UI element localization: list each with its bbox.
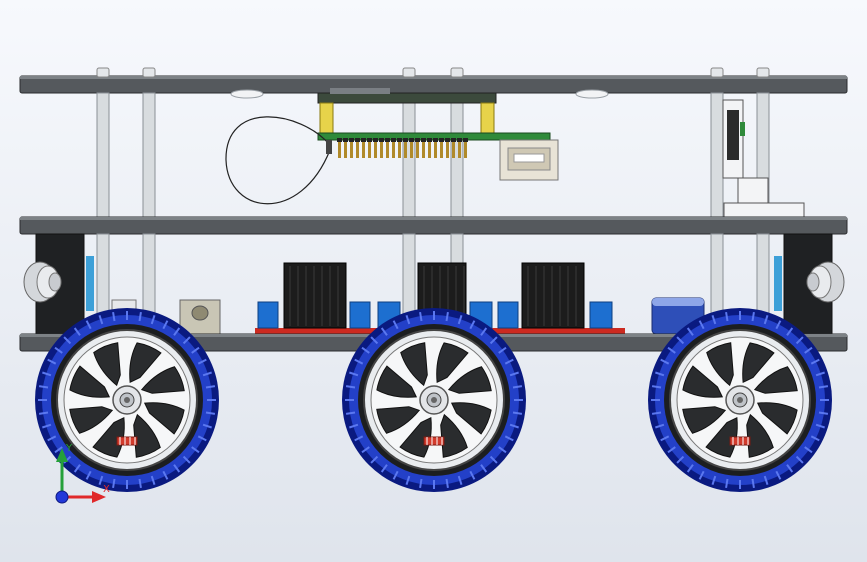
wheel-icon (342, 308, 526, 492)
sensor-bracket (722, 99, 805, 218)
top-plate-bumps (230, 89, 609, 99)
upper-standoffs (96, 92, 770, 218)
top-plate (19, 75, 848, 94)
controller-board-assembly (225, 88, 559, 205)
wheel-icon (35, 308, 219, 492)
axis-x-label: X (103, 484, 110, 495)
coordinate-triad-icon: X Y (55, 443, 110, 504)
top-nuts (96, 67, 770, 78)
wheels (35, 308, 832, 492)
wheel-icon (648, 308, 832, 492)
middle-plate (19, 216, 848, 235)
axis-y-label: Y (65, 443, 73, 454)
right-motor (774, 233, 845, 335)
left-motor (23, 233, 94, 335)
